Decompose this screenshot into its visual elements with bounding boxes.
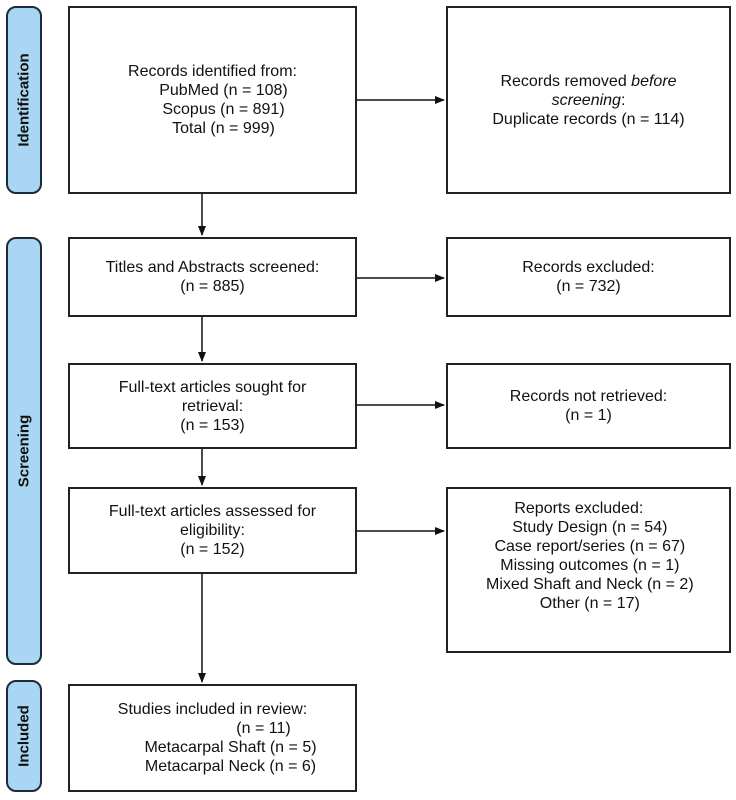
fulltext-assessed-count: (n = 152) <box>180 541 245 558</box>
box-records-identified: Records identified from: PubMed (n = 108… <box>68 6 357 194</box>
records-identified-pubmed: PubMed (n = 108) <box>159 82 288 99</box>
fulltext-sought-line2: retrieval: <box>181 397 244 415</box>
box-titles-screened: Titles and Abstracts screened: (n = 885) <box>68 237 357 317</box>
studies-included-count: (n = 11) <box>236 720 291 737</box>
box-not-retrieved: Records not retrieved: (n = 1) <box>446 363 731 449</box>
studies-included-neck: Metacarpal Neck (n = 6) <box>144 758 317 775</box>
titles-screened-count: (n = 885) <box>180 278 245 295</box>
records-removed-heading-line2: screening: <box>492 91 684 110</box>
box-records-removed: Records removed before screening: Duplic… <box>446 6 731 194</box>
fulltext-sought-count: (n = 153) <box>180 416 245 434</box>
titles-screened-label: Titles and Abstracts screened: <box>105 259 320 276</box>
fulltext-assessed-line2: eligibility: <box>180 522 245 539</box>
reports-excluded-mixed: Mixed Shaft and Neck (n = 2) <box>486 576 694 593</box>
records-identified-total: Total (n = 999) <box>172 120 275 137</box>
reports-excluded-missing-outcomes: Missing outcomes (n = 1) <box>500 557 680 574</box>
reports-excluded-heading: Reports excluded: <box>514 500 644 517</box>
studies-included-shaft: Metacarpal Shaft (n = 5) <box>144 739 317 756</box>
records-removed-heading-text: Records removed <box>500 72 632 90</box>
records-excluded-count: (n = 732) <box>556 278 621 295</box>
fulltext-assessed-line1: Full-text articles assessed for <box>108 503 317 520</box>
box-studies-included: Studies included in review: (n = 11) Met… <box>68 684 357 792</box>
records-identified-heading: Records identified from: <box>128 63 297 80</box>
records-removed-heading-italic-2: screening <box>551 91 621 109</box>
fulltext-sought-line1: Full-text articles sought for <box>118 378 307 396</box>
box-fulltext-assessed: Full-text articles assessed for eligibil… <box>68 487 357 574</box>
not-retrieved-label: Records not retrieved: <box>509 388 668 405</box>
phase-screening: Screening <box>6 237 42 665</box>
records-removed-heading: Records removed before <box>492 72 684 91</box>
records-excluded-label: Records excluded: <box>522 259 655 276</box>
not-retrieved-count: (n = 1) <box>565 407 612 424</box>
box-records-excluded: Records excluded: (n = 732) <box>446 237 731 317</box>
studies-included-label: Studies included in review: <box>117 701 308 718</box>
records-removed-heading-italic: before <box>631 72 677 90</box>
records-removed-duplicates: Duplicate records (n = 114) <box>492 110 685 128</box>
records-removed-colon: : <box>620 91 626 109</box>
box-fulltext-sought: Full-text articles sought for retrieval:… <box>68 363 357 449</box>
reports-excluded-other: Other (n = 17) <box>539 595 640 612</box>
reports-excluded-study-design: Study Design (n = 54) <box>512 519 668 536</box>
reports-excluded-case-report: Case report/series (n = 67) <box>494 538 686 555</box>
phase-included: Included <box>6 680 42 792</box>
phase-identification: Identification <box>6 6 42 194</box>
records-identified-scopus: Scopus (n = 891) <box>162 101 285 118</box>
box-reports-excluded: Reports excluded: Study Design (n = 54) … <box>446 487 731 653</box>
